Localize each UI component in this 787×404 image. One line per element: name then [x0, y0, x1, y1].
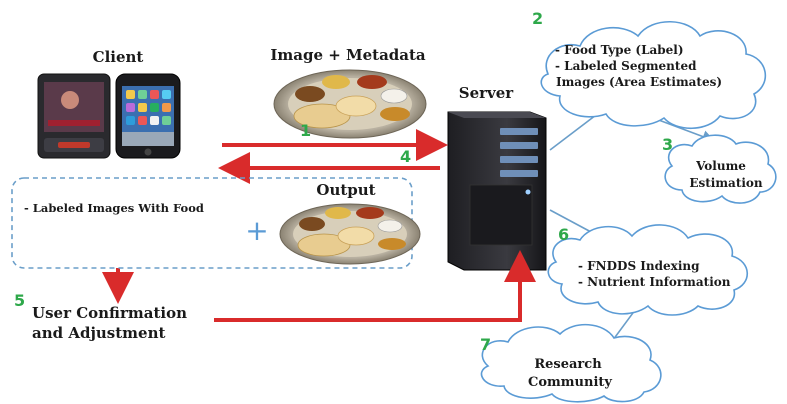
cloud-volume-line1: Volume	[695, 159, 746, 173]
output-label: Output	[316, 181, 375, 199]
server-label: Server	[459, 84, 515, 102]
food-platter-image	[273, 69, 427, 139]
cloud-research-community	[480, 323, 662, 403]
phone-icon	[37, 73, 111, 159]
labeled-images-text: - Labeled Images With Food	[24, 201, 204, 215]
step-4-number: 4	[400, 147, 411, 166]
cloud-research-line2: Community	[528, 375, 612, 390]
user-confirmation-line2: and Adjustment	[32, 324, 165, 342]
cloud-food-type-line3: Images (Area Estimates)	[556, 75, 722, 89]
image-metadata-label: Image + Metadata	[270, 46, 426, 64]
cloud-food-type-line2: - Labeled Segmented	[555, 59, 697, 73]
cloud-fndds	[547, 224, 749, 316]
cloud-fndds-line1: - FNDDS Indexing	[578, 259, 700, 273]
cloud-volume-estimation	[664, 134, 777, 204]
step-2-number: 2	[532, 9, 543, 28]
user-confirmation-line1: User Confirmation	[32, 304, 187, 322]
step-3-number: 3	[662, 135, 673, 154]
cloud-food-type-line1: - Food Type (Label)	[555, 43, 684, 57]
server-tower-icon	[447, 111, 547, 271]
smartphone-icon	[115, 73, 181, 159]
step-5-number: 5	[14, 291, 25, 310]
food-platter-image	[279, 203, 421, 265]
arrow-5-user-to-server	[214, 250, 536, 322]
step-1-number: 1	[300, 121, 311, 140]
cloud-food-type	[540, 20, 767, 129]
cloud-fndds-line2: - Nutrient Information	[578, 275, 731, 289]
connector-server-to-food-type	[549, 111, 601, 151]
step-6-number: 6	[558, 225, 569, 244]
cloud-volume-line2: Estimation	[689, 176, 763, 190]
client-label: Client	[93, 48, 144, 66]
step-7-number: 7	[480, 335, 491, 354]
cloud-research-line1: Research	[534, 357, 602, 372]
plus-symbol: +	[245, 214, 268, 247]
